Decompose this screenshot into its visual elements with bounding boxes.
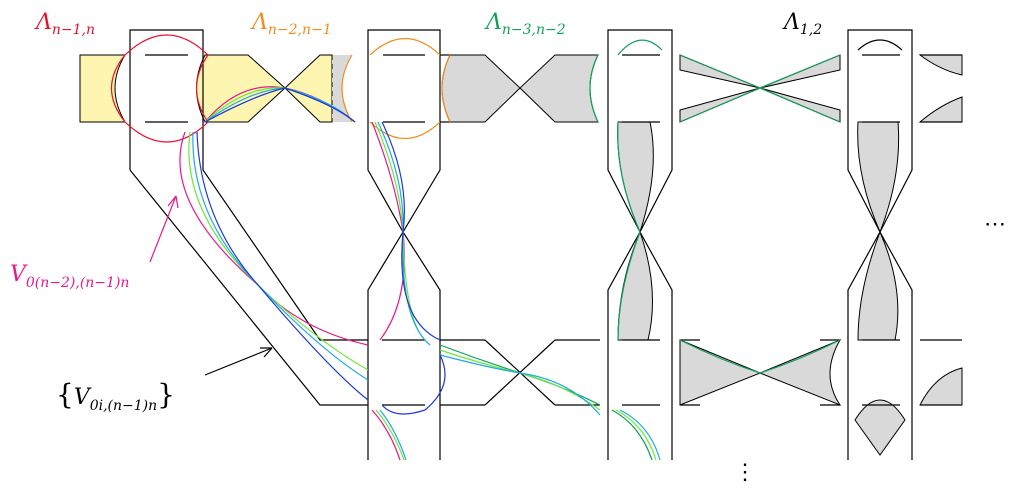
gray-region-right-lower bbox=[918, 96, 963, 123]
curve-fan-upper bbox=[204, 86, 356, 123]
green-arc-left bbox=[589, 54, 599, 123]
arrow-magenta bbox=[149, 195, 179, 263]
curve-fan-long bbox=[179, 131, 369, 401]
yellow-region-right bbox=[284, 54, 333, 123]
column-1-outline bbox=[129, 29, 368, 406]
green-lower-x bbox=[679, 339, 841, 374]
column-3-outline bbox=[607, 29, 673, 460]
gray-region-right-lower2 bbox=[919, 367, 963, 406]
lambda-red-label: Λn−1,n bbox=[36, 10, 96, 38]
row-dashes bbox=[145, 54, 962, 406]
v-magenta-label: V0(n−2),(n−1)n bbox=[10, 262, 130, 291]
green-arc-top bbox=[617, 39, 663, 56]
red-arc-bottom bbox=[124, 121, 209, 143]
green-x-line2 bbox=[679, 54, 841, 123]
gray-lens-col4-upper bbox=[857, 121, 900, 234]
red-arc-top bbox=[124, 34, 209, 56]
orange-arc-left bbox=[341, 54, 353, 123]
arrow-black bbox=[204, 347, 273, 376]
gray-lens-col3-lower bbox=[617, 230, 653, 341]
horizontal-ellipsis: ⋯ bbox=[984, 212, 1006, 237]
column-2-outline bbox=[367, 29, 441, 460]
lambda-black-label: Λ1,2 bbox=[784, 10, 823, 38]
column-4-outline bbox=[847, 29, 913, 460]
green-lens-line bbox=[617, 121, 641, 341]
black-arc-top bbox=[857, 39, 903, 51]
red-arc-right bbox=[196, 54, 209, 123]
lambda-green-label: Λn−3,n−2 bbox=[486, 10, 566, 38]
vertical-ellipsis: ⋮ bbox=[734, 460, 756, 485]
red-arc-left bbox=[111, 54, 126, 123]
curve-fan-col2 bbox=[371, 121, 441, 346]
orange-arc-right bbox=[441, 54, 451, 123]
orange-arc-top bbox=[369, 37, 441, 56]
lambda-orange-label: Λn−2,n−1 bbox=[252, 10, 332, 38]
gray-lens-col4-lower bbox=[857, 230, 899, 341]
curve-fan-col2-bottom bbox=[371, 354, 661, 461]
curve-fan-lower bbox=[439, 344, 601, 416]
gray-region-2 bbox=[441, 54, 599, 123]
v-set-label: {V0i,(n−1)n} bbox=[56, 378, 175, 414]
gray-region-col4-bottom bbox=[854, 399, 906, 456]
gray-region-right-upper bbox=[918, 54, 963, 76]
